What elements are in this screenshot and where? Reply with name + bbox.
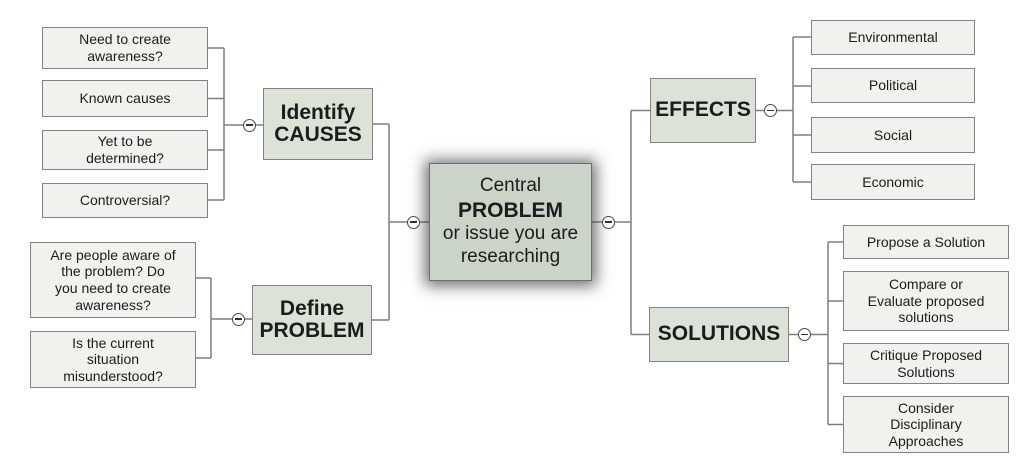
node-label: Known causes [79, 90, 171, 107]
problem-bracket-line [196, 277, 252, 359]
node-political[interactable]: Political [811, 68, 975, 103]
minus-icon [800, 333, 808, 336]
center-node-line: PROBLEM [458, 199, 563, 222]
node-consider-disciplinary-approaches[interactable]: Consider Disciplinary Approaches [843, 396, 1009, 453]
collapse-toggle-effects[interactable] [763, 104, 777, 117]
node-need-to-create-awareness[interactable]: Need to create awareness? [42, 27, 208, 69]
center-node-text: Central PROBLEM or issue you are researc… [443, 175, 578, 269]
node-label: Need to create awareness? [79, 31, 171, 64]
center-node-line: researching [460, 245, 561, 267]
collapse-toggle-central-left[interactable] [407, 215, 420, 229]
node-label: Environmental [848, 29, 938, 46]
node-label: Social [873, 126, 913, 143]
node-label: Yet to be determined? [86, 133, 164, 166]
collapse-toggle-central-right[interactable] [602, 215, 615, 229]
node-label: Critique Proposed Solutions [869, 346, 983, 380]
center-node-line: Central [479, 175, 542, 197]
minus-icon [766, 109, 774, 112]
node-label: Compare or Evaluate proposed solutions [867, 276, 985, 326]
node-are-people-aware[interactable]: Are people aware of the problem? Do you … [30, 242, 196, 318]
center-node-line: or issue you are [442, 223, 579, 245]
minus-icon [605, 221, 612, 223]
node-identify-causes[interactable]: Identify CAUSES [263, 88, 373, 160]
node-central-problem[interactable]: Central PROBLEM or issue you are researc… [429, 163, 592, 281]
minus-icon [234, 318, 242, 320]
node-label: Is the current situation misunderstood? [63, 334, 163, 384]
node-label: Political [868, 77, 918, 94]
node-environmental[interactable]: Environmental [811, 20, 975, 55]
node-label: Propose a Solution [866, 233, 986, 250]
collapse-toggle-define-problem[interactable] [231, 312, 245, 326]
collapse-toggle-identify-causes[interactable] [243, 118, 256, 132]
node-propose-a-solution[interactable]: Propose a Solution [843, 225, 1009, 259]
minus-icon [410, 221, 417, 223]
right-trunk-line [592, 109, 650, 336]
node-social[interactable]: Social [811, 117, 975, 153]
node-compare-evaluate-solutions[interactable]: Compare or Evaluate proposed solutions [843, 271, 1009, 331]
node-label: Economic [862, 173, 924, 190]
left-trunk-line [372, 123, 429, 321]
node-label: Define PROBLEM [259, 296, 365, 342]
node-label: Are people aware of the problem? Do you … [50, 246, 176, 313]
node-label: Identify CAUSES [274, 100, 362, 146]
node-label: SOLUTIONS [657, 322, 781, 346]
node-controversial[interactable]: Controversial? [42, 183, 208, 218]
node-economic[interactable]: Economic [811, 164, 975, 200]
node-label: Controversial? [79, 192, 171, 209]
node-yet-to-be-determined[interactable]: Yet to be determined? [42, 130, 208, 170]
node-solutions[interactable]: SOLUTIONS [649, 307, 789, 362]
collapse-toggle-solutions[interactable] [797, 328, 811, 341]
node-effects[interactable]: EFFECTS [650, 78, 756, 143]
minus-icon [246, 124, 253, 126]
node-known-causes[interactable]: Known causes [42, 80, 208, 117]
node-current-situation-misunderstood[interactable]: Is the current situation misunderstood? [30, 331, 196, 388]
causes-bracket-line [208, 47, 263, 201]
node-label: EFFECTS [655, 98, 751, 122]
node-label: Consider Disciplinary Approaches [888, 399, 964, 449]
node-define-problem[interactable]: Define PROBLEM [252, 285, 372, 355]
node-critique-proposed-solutions[interactable]: Critique Proposed Solutions [843, 343, 1009, 384]
